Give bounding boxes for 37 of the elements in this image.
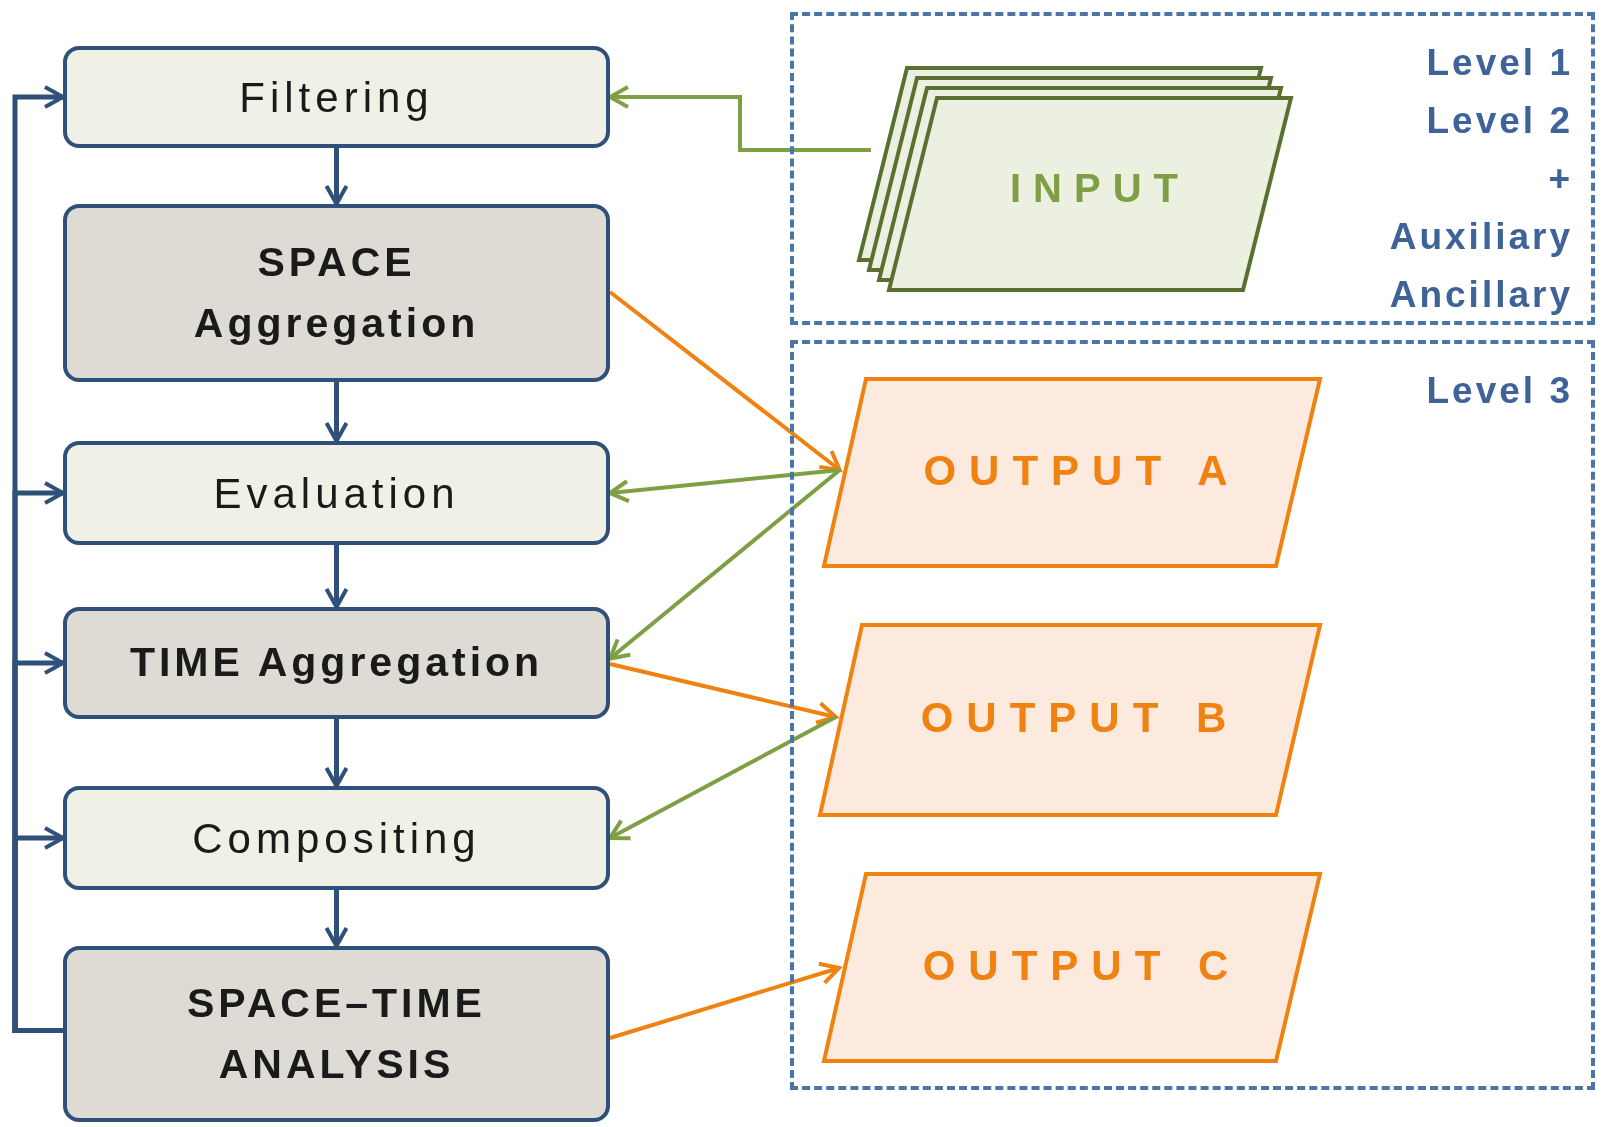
step-label: Evaluation: [212, 468, 461, 519]
process-box: [63, 607, 610, 719]
process-box: [63, 946, 610, 1122]
arrow: [324, 545, 349, 609]
step-label: SPACE Aggregation: [192, 237, 481, 348]
arrow: [12, 826, 65, 1033]
arrow: [609, 961, 841, 1040]
dashed-group-box: [790, 340, 1595, 1090]
level-label: Level 3: [1426, 369, 1573, 413]
output-label: OUTPUT A: [922, 446, 1242, 495]
arrow: [608, 290, 842, 472]
level-label: Ancillary: [1389, 273, 1573, 317]
arrow: [608, 715, 837, 841]
dashed-group-box: [790, 12, 1595, 325]
arrow: [324, 382, 349, 443]
step-label: SPACE–TIME ANALYSIS: [186, 978, 487, 1089]
process-box: [63, 441, 610, 545]
output-label: OUTPUT B: [919, 694, 1241, 742]
arrow: [608, 85, 871, 152]
process-box: [63, 786, 610, 890]
arrow: [324, 719, 349, 788]
step-label: Filtering: [238, 72, 435, 123]
input-label: INPUT: [1009, 166, 1191, 211]
output-label: OUTPUT C: [921, 941, 1243, 990]
level-label: Level 1: [1426, 41, 1573, 85]
arrow: [324, 890, 349, 948]
process-box: [63, 46, 610, 148]
step-label: Compositing: [191, 813, 482, 864]
level-label: +: [1548, 157, 1573, 201]
arrow: [608, 468, 840, 504]
step-label: TIME Aggregation: [129, 638, 544, 688]
arrow: [609, 662, 838, 725]
level-label: Auxiliary: [1389, 215, 1573, 259]
arrow: [608, 468, 841, 661]
process-box: [63, 204, 610, 382]
arrow: [324, 148, 349, 206]
level-label: Level 2: [1426, 99, 1573, 143]
